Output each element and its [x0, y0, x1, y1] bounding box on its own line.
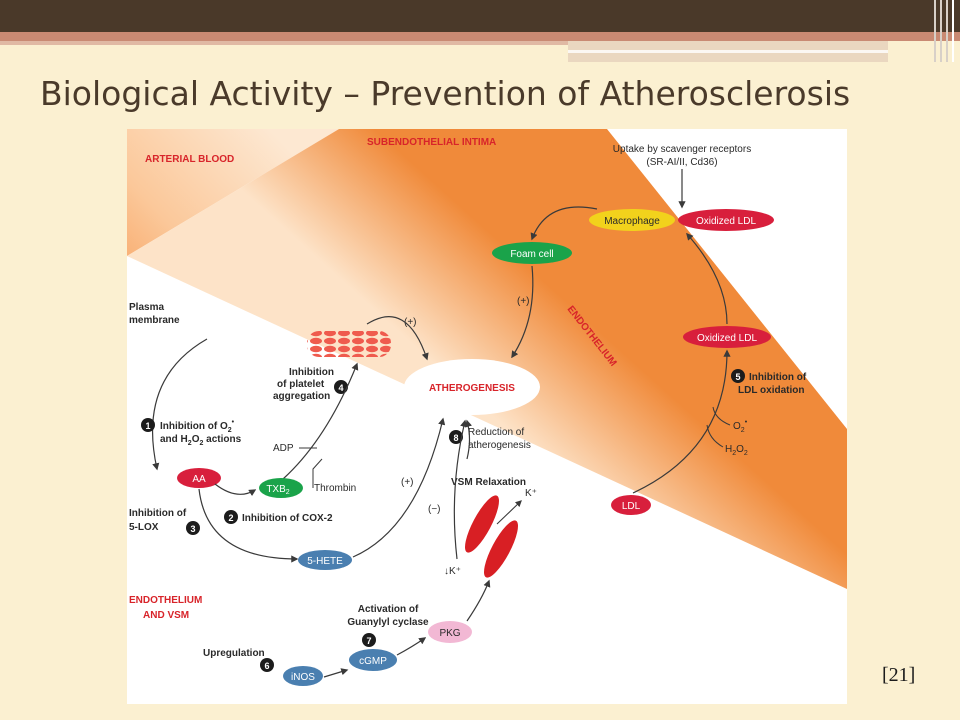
h2o2-label: H2O2	[725, 444, 748, 457]
header-bar	[0, 0, 960, 32]
o2-action-label-1: Inhibition of O2•	[160, 419, 235, 434]
vsm-cell-1	[465, 495, 499, 553]
lox-label-1: Inhibition of	[129, 508, 187, 519]
diagram-svg: ARTERIAL BLOOD SUBENDOTHELIAL INTIMA END…	[127, 129, 847, 686]
hete-text: 5-HETE	[307, 556, 343, 567]
adp-label: ADP	[273, 443, 294, 454]
inos-node	[283, 666, 323, 686]
inos-text: iNOS	[291, 672, 315, 683]
oxidized-ldl-mid-text: Oxidized LDL	[697, 333, 757, 344]
macrophage-node	[589, 209, 675, 231]
macrophage-text: Macrophage	[604, 216, 660, 227]
step-4: 4	[338, 383, 343, 393]
oxidized-ldl-top-node	[678, 209, 774, 231]
cox2-label: Inhibition of COX-2	[242, 513, 333, 524]
uptake-text-1: Uptake by scavenger receptors	[613, 144, 751, 155]
step-1-circle	[141, 418, 155, 432]
guanylyl-label-2: Guanylyl cyclase	[347, 617, 429, 628]
header-stripe	[0, 32, 960, 41]
citation-reference: [21]	[882, 664, 916, 686]
step-6: 6	[264, 661, 269, 671]
uptake-text-2: (SR-AI/II, Cd36)	[646, 157, 717, 168]
header-stripe-light	[0, 41, 568, 45]
header-side-lines	[932, 0, 960, 62]
pkg-node	[428, 621, 472, 643]
step-2: 2	[228, 513, 233, 523]
endothelium-vsm-label-2: AND VSM	[143, 610, 189, 621]
step-3-circle	[186, 521, 200, 535]
step-5-circle	[731, 369, 745, 383]
o2-action-label-2: and H2O2 actions	[160, 434, 242, 447]
foam-cell-node	[492, 242, 572, 264]
pkg-text: PKG	[439, 628, 460, 639]
plus-platelet-label: (+)	[404, 317, 417, 328]
step-3: 3	[190, 524, 195, 534]
ldl-node	[611, 495, 651, 515]
reduction-label-1: Reduction of	[468, 427, 524, 438]
ldl-ox-label-2: LDL oxidation	[738, 385, 804, 396]
aa-node	[177, 468, 221, 488]
plus-foam-label: (+)	[517, 296, 530, 307]
k-down-label: ↓K⁺	[444, 566, 461, 577]
vsm-relax-label: VSM Relaxation	[451, 477, 526, 488]
reduction-label-2: atherogenesis	[468, 440, 531, 451]
header-accent-line	[568, 50, 888, 53]
step-4-circle	[334, 380, 348, 394]
k-plus-label: K⁺	[525, 488, 537, 499]
step-2-circle	[224, 510, 238, 524]
guanylyl-label-1: Activation of	[358, 604, 419, 615]
platelet-label-2: of platelet	[277, 379, 325, 390]
slide-title: Biological Activity – Prevention of Athe…	[40, 74, 851, 113]
oxidized-ldl-top-text: Oxidized LDL	[696, 216, 756, 227]
step-8-circle	[449, 430, 463, 444]
txb2-node	[259, 478, 303, 498]
step-1: 1	[145, 421, 150, 431]
atherosclerosis-diagram: ARTERIAL BLOOD SUBENDOTHELIAL INTIMA END…	[127, 129, 847, 704]
plasma-label-1: Plasma	[129, 302, 164, 313]
plasma-label-2: membrane	[129, 315, 180, 326]
arterial-blood-label: ARTERIAL BLOOD	[145, 154, 234, 165]
endothelium-vsm-label-1: ENDOTHELIUM	[129, 595, 202, 606]
lox-label-2: 5-LOX	[129, 522, 159, 533]
ldl-text: LDL	[622, 501, 641, 512]
minus-vsm-label: (−)	[428, 504, 441, 515]
ldl-ox-label-1: Inhibition of	[749, 372, 807, 383]
oxidized-ldl-mid-node	[683, 326, 771, 348]
step-7-circle	[362, 633, 376, 647]
atherogenesis-node	[404, 359, 540, 415]
platelet-cluster	[307, 331, 391, 357]
aa-text: AA	[192, 474, 206, 485]
step-8: 8	[453, 433, 458, 443]
subendothelial-label: SUBENDOTHELIAL INTIMA	[367, 137, 496, 148]
foam-cell-text: Foam cell	[510, 249, 553, 260]
hete-node	[298, 550, 352, 570]
upregulation-label: Upregulation	[203, 648, 265, 659]
plus-hete-label: (+)	[401, 477, 414, 488]
vsm-cell-2	[484, 520, 518, 578]
cgmp-text: cGMP	[359, 656, 387, 667]
step-6-circle	[260, 658, 274, 672]
subendothelial-band	[127, 129, 847, 589]
atherogenesis-text: ATHEROGENESIS	[429, 383, 515, 394]
o2-radical-label: O2•	[733, 419, 748, 434]
step-7: 7	[366, 636, 371, 646]
step-5: 5	[735, 372, 740, 382]
txb2-text: TXB2	[266, 484, 289, 496]
cgmp-node	[349, 649, 397, 671]
platelet-label-1: Inhibition	[289, 367, 334, 378]
thrombin-label: Thrombin	[314, 483, 356, 494]
platelet-label-3: aggregation	[273, 391, 330, 402]
